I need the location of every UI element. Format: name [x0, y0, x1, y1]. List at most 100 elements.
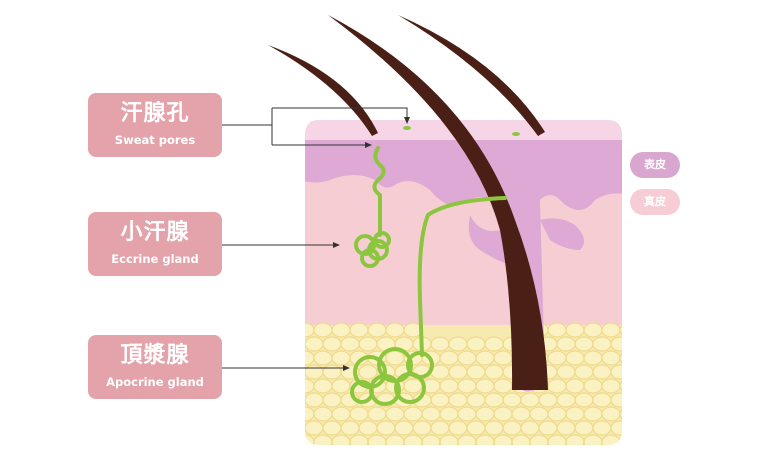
fat-cell	[305, 350, 315, 366]
fat-cell	[610, 336, 622, 352]
fat-cell	[547, 350, 567, 366]
label-sweat-pores: 汗腺孔 Sweat pores	[88, 93, 222, 157]
fat-cell	[305, 336, 324, 352]
fat-cell	[547, 434, 567, 445]
hair-strands	[268, 15, 548, 390]
pointer-lines	[222, 107, 408, 369]
fat-cell	[475, 350, 495, 366]
fat-cell	[619, 406, 622, 422]
fat-cell	[484, 336, 504, 352]
fat-cell	[484, 420, 504, 436]
fat-cell	[556, 392, 576, 408]
fat-cell	[367, 434, 387, 445]
fat-cell	[421, 434, 441, 445]
fat-cell	[385, 406, 405, 422]
fat-cell	[385, 322, 405, 338]
fat-cell	[538, 420, 558, 436]
fat-cell	[457, 434, 477, 445]
fat-cell	[592, 420, 612, 436]
fat-cell	[592, 392, 612, 408]
fat-cell	[331, 378, 351, 394]
fat-cell	[448, 392, 468, 408]
legend-epidermis: 表皮	[630, 152, 680, 178]
fat-cell	[583, 350, 603, 366]
fat-cell	[305, 364, 324, 380]
fat-cell	[367, 322, 387, 338]
fat-cell	[403, 378, 423, 394]
fat-cell	[493, 434, 513, 445]
fat-cell	[430, 336, 450, 352]
fat-cell	[601, 322, 621, 338]
fat-cell	[502, 392, 522, 408]
fat-cell	[592, 336, 612, 352]
fat-cell	[565, 322, 585, 338]
fat-cell	[313, 322, 333, 338]
fat-cell	[601, 350, 621, 366]
fat-cell	[358, 336, 378, 352]
fat-cell	[305, 406, 315, 422]
fat-cell	[349, 406, 369, 422]
fat-cell	[493, 378, 513, 394]
fat-cell	[322, 364, 342, 380]
fat-cell	[547, 378, 567, 394]
fat-cell	[583, 434, 603, 445]
fat-cell	[629, 421, 647, 435]
label-jp: 汗腺孔	[120, 101, 190, 126]
fat-cell	[574, 392, 594, 408]
fat-cell	[331, 406, 351, 422]
fat-cell	[493, 350, 513, 366]
fat-cell	[385, 350, 405, 366]
arrowheads	[333, 117, 410, 371]
fat-cell	[331, 350, 351, 366]
fat-cell	[349, 434, 369, 445]
fat-cell	[466, 392, 486, 408]
fat-cell	[305, 322, 315, 338]
fat-cell	[565, 378, 585, 394]
epidermis-layer	[305, 140, 622, 228]
fat-cell	[466, 420, 486, 436]
fat-cell	[529, 406, 549, 422]
fat-cell	[305, 378, 315, 394]
label-en: Sweat pores	[114, 133, 196, 147]
fat-cell	[565, 350, 585, 366]
legend-dermis: 真皮	[630, 189, 680, 215]
fat-cell	[520, 392, 540, 408]
fat-cell	[466, 364, 486, 380]
fat-cell	[331, 434, 351, 445]
fat-cell	[305, 434, 315, 445]
fat-layer	[305, 322, 647, 445]
fat-cell	[403, 406, 423, 422]
fat-cell	[331, 322, 351, 338]
apocrine-gland	[350, 196, 507, 406]
fat-cell	[574, 364, 594, 380]
fat-cell	[583, 378, 603, 394]
fat-cell	[493, 406, 513, 422]
fat-cell	[305, 420, 324, 436]
fat-cell	[385, 434, 405, 445]
fat-cell	[619, 378, 622, 394]
fat-cell	[457, 350, 477, 366]
fat-cell	[439, 350, 459, 366]
fat-cell	[592, 364, 612, 380]
fat-cell	[547, 322, 567, 338]
fat-cell	[583, 406, 603, 422]
fat-cell	[430, 392, 450, 408]
fat-cell	[475, 406, 495, 422]
eccrine-gland	[354, 146, 391, 268]
fat-cell	[511, 406, 531, 422]
label-en: Apocrine gland	[106, 375, 204, 389]
fat-cell	[529, 434, 549, 445]
fat-cell	[610, 364, 622, 380]
fat-cell	[574, 420, 594, 436]
fat-cell	[430, 420, 450, 436]
fat-cell	[619, 350, 622, 366]
fat-cell	[349, 322, 369, 338]
label-en: Eccrine gland	[111, 252, 199, 266]
fat-cell	[313, 406, 333, 422]
fat-cell	[484, 364, 504, 380]
fat-cell	[520, 420, 540, 436]
label-jp: 頂漿腺	[120, 343, 190, 368]
fat-cell	[565, 406, 585, 422]
fat-cell	[313, 434, 333, 445]
